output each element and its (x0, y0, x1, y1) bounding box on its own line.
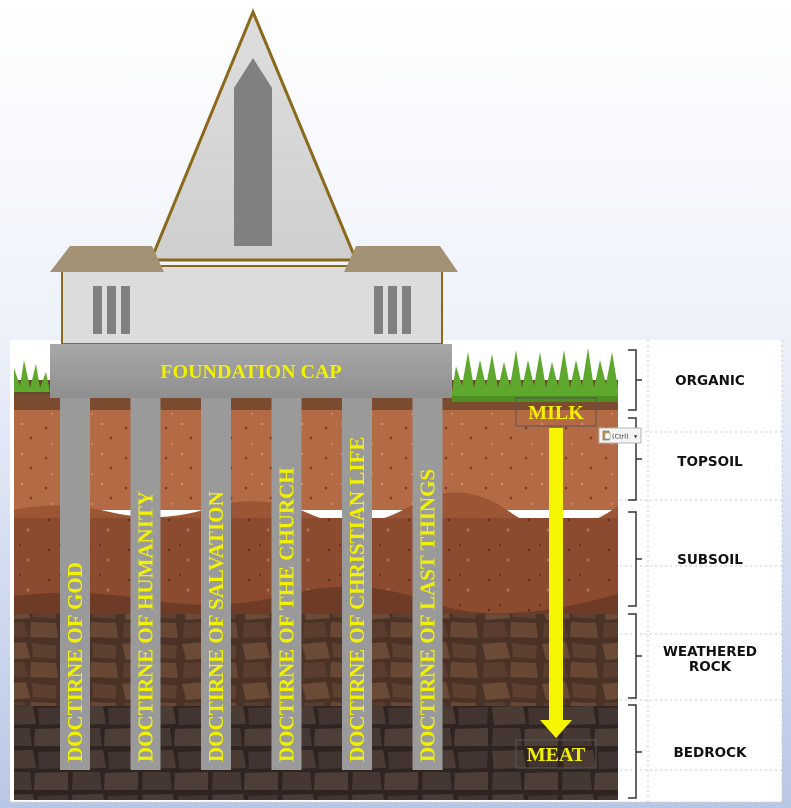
pillar-5 (342, 396, 372, 770)
milk-label: MILK (528, 402, 584, 424)
pillar-label-3: DOCTIRNE OF SALVATION (204, 491, 228, 762)
steeple-window (234, 58, 272, 246)
bedrock-layer (14, 706, 618, 800)
milk-box (515, 397, 597, 427)
right-window (374, 286, 411, 334)
layer-label-organic: ORGANIC (675, 373, 745, 389)
topsoil-layer (14, 410, 618, 510)
soil-cross-section (10, 340, 783, 803)
weathered-rock-layer (14, 614, 618, 710)
right-eave (344, 246, 458, 272)
pillar-4 (271, 396, 302, 770)
left-window (93, 286, 130, 334)
building-wall (61, 265, 443, 345)
arrow-shaft (549, 428, 563, 722)
clipboard-icon (602, 430, 611, 441)
layer-label-subsoil: SUBSOIL (677, 552, 743, 568)
pillar-6 (412, 396, 443, 770)
layer-brackets (628, 349, 642, 799)
arrow-head (540, 720, 572, 738)
paste-options-label: (Ctrl) (612, 433, 629, 441)
layer-label-topsoil: TOPSOIL (677, 454, 743, 470)
meat-box (515, 739, 597, 769)
foundation-cap-label: FOUNDATION CAP (160, 361, 341, 383)
doctrine-pillars: DOCTIRNE OF GOD DOCTIRNE OF HUMANITY DOCTI… (60, 396, 443, 770)
pillar-1 (60, 396, 90, 770)
pillar-3 (201, 396, 231, 770)
layer-label-bedrock: BEDROCK (674, 745, 747, 761)
foundation-cap (50, 344, 452, 398)
pillar-label-4: DOCTIRNE OF THE CHURCH (275, 467, 299, 762)
depth-arrow: MILK MEAT (515, 397, 597, 769)
pillar-label-2: DOCTIRNE OF HUMANITY (134, 491, 158, 762)
pillar-2 (130, 396, 161, 770)
pillar-label-1: DOCTIRNE OF GOD (63, 562, 87, 762)
chevron-down-icon: ▾ (634, 433, 638, 441)
meat-label: MEAT (527, 744, 586, 766)
church-building: FOUNDATION CAP (50, 8, 458, 398)
paste-options-button[interactable]: (Ctrl) ▾ (598, 427, 642, 444)
left-eave (50, 246, 164, 272)
pillar-label-5: DOCTIRNE OF CHRISTIAN LIFE (345, 437, 369, 762)
pillar-label-6: DOCTIRNE OF LAST THINGS (416, 469, 440, 762)
